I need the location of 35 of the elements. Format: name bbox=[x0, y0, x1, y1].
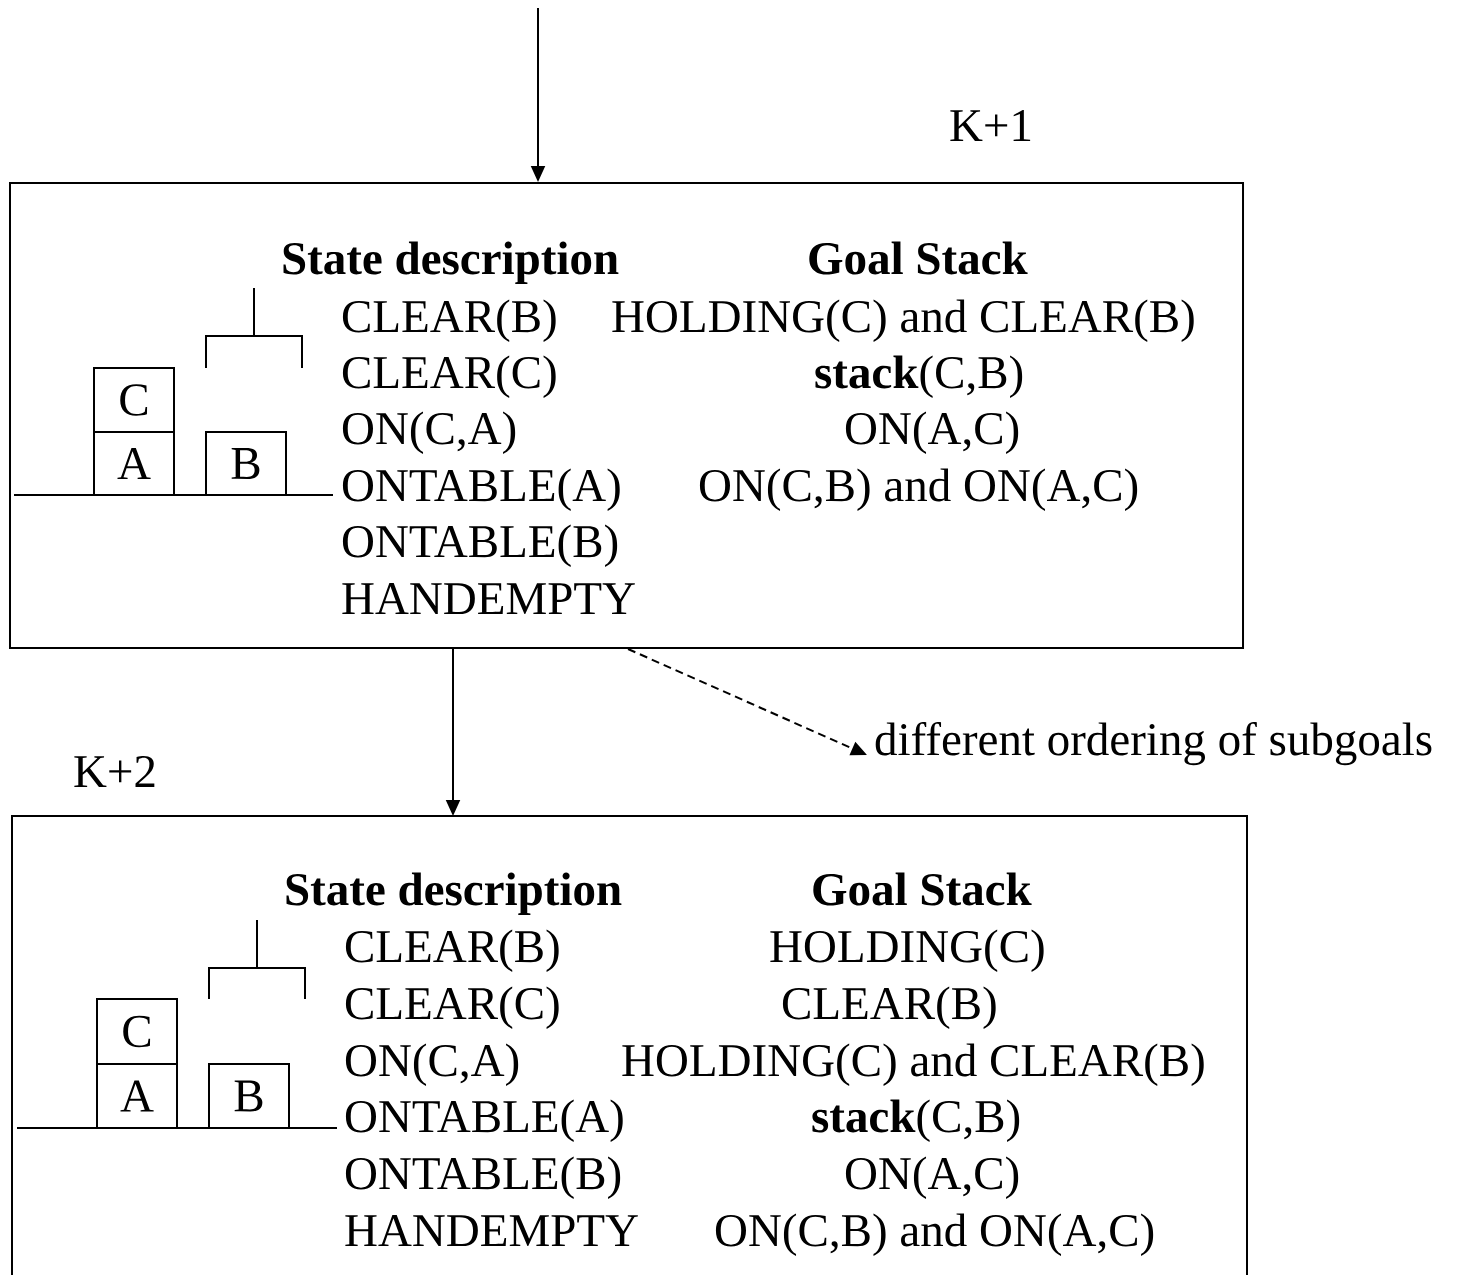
block: A bbox=[93, 431, 175, 496]
column-heading: State description bbox=[283, 241, 619, 284]
goal-item: ON(C,B) and ON(A,C) bbox=[715, 1213, 1154, 1256]
block: B bbox=[208, 1063, 290, 1129]
goal-item: ON(C,B) and ON(A,C) bbox=[699, 468, 1138, 511]
state-fact: ONTABLE(A) bbox=[345, 1099, 623, 1142]
goal-item: stack(C,B) bbox=[815, 355, 1023, 398]
state-fact: CLEAR(C) bbox=[345, 986, 559, 1029]
goal-item: HOLDING(C) and CLEAR(B) bbox=[622, 1043, 1204, 1086]
block: C bbox=[93, 367, 175, 433]
block: B bbox=[205, 431, 287, 496]
goal-item: stack(C,B) bbox=[812, 1099, 1020, 1142]
state-fact: ON(C,A) bbox=[342, 411, 516, 454]
column-heading: Goal Stack bbox=[813, 872, 1032, 906]
state-fact: ONTABLE(B) bbox=[345, 1156, 621, 1199]
state-fact: HANDEMPTY bbox=[342, 583, 635, 615]
state-fact: ON(C,A) bbox=[345, 1043, 519, 1086]
goal-item: HOLDING(C) bbox=[770, 929, 1044, 972]
state-fact: CLEAR(B) bbox=[345, 929, 559, 972]
step-label: K+2 bbox=[74, 755, 155, 787]
state-fact: HANDEMPTY bbox=[345, 1215, 638, 1247]
goal-item: ON(A,C) bbox=[845, 411, 1019, 454]
state-fact: CLEAR(C) bbox=[342, 355, 556, 398]
goal-item: HOLDING(C) and CLEAR(B) bbox=[612, 299, 1194, 342]
state-fact: ONTABLE(B) bbox=[342, 524, 618, 567]
annotation-text: different ordering of subgoals bbox=[875, 721, 1432, 766]
state-fact: ONTABLE(A) bbox=[342, 468, 620, 511]
block: A bbox=[96, 1063, 178, 1129]
goal-item: ON(A,C) bbox=[845, 1156, 1019, 1199]
goal-item: CLEAR(B) bbox=[782, 986, 996, 1029]
column-heading: Goal Stack bbox=[809, 241, 1028, 275]
step-label: K+1 bbox=[950, 110, 1031, 141]
block: C bbox=[96, 998, 178, 1065]
state-fact: CLEAR(B) bbox=[342, 299, 556, 342]
column-heading: State description bbox=[286, 872, 622, 915]
